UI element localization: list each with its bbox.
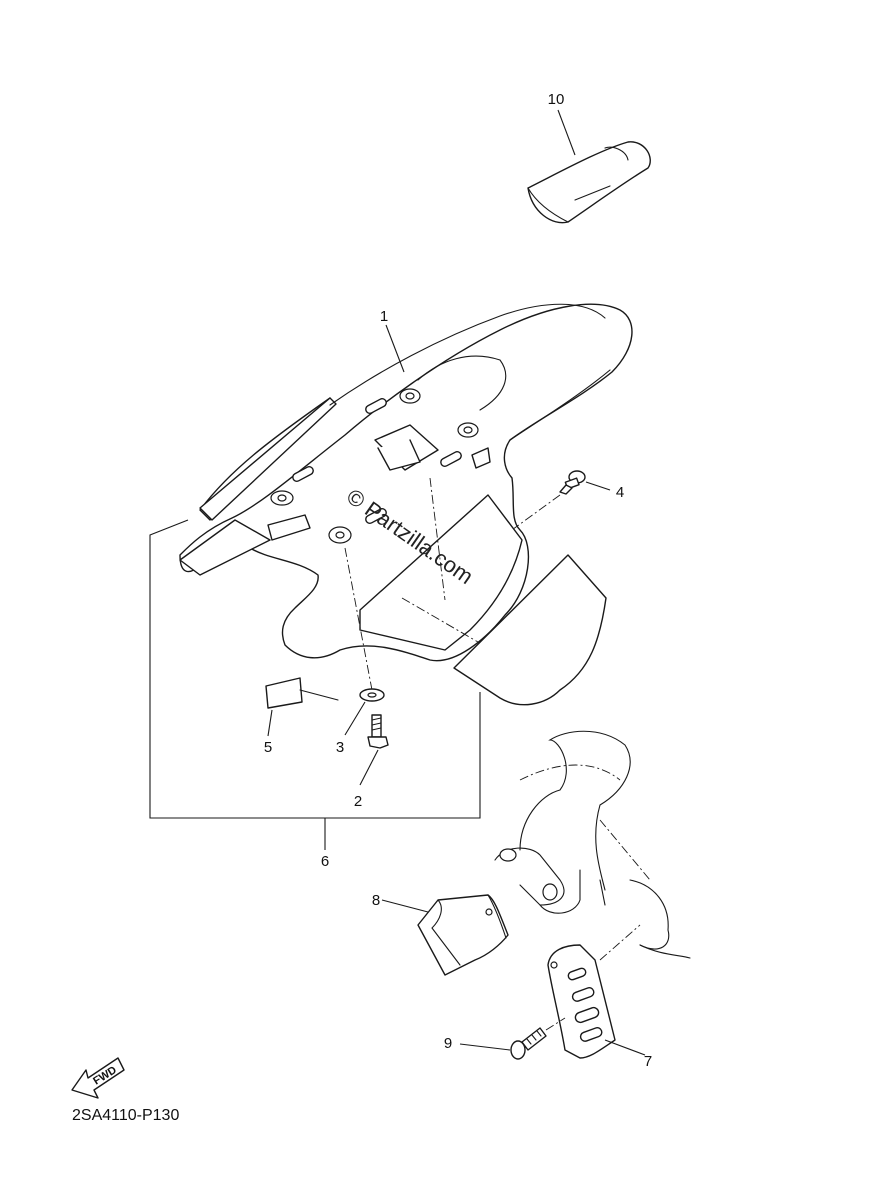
leader-10 xyxy=(557,109,576,156)
callout-9: 9 xyxy=(444,1035,452,1052)
callout-1: 1 xyxy=(380,308,388,325)
leader-8 xyxy=(381,899,429,913)
callout-3: 3 xyxy=(336,739,344,756)
part-6-inner-plate xyxy=(359,494,523,651)
leader-7 xyxy=(604,1039,646,1056)
leader-3 xyxy=(344,701,366,736)
part-1-rear-fender[interactable] xyxy=(179,303,633,662)
part-9-screw[interactable] xyxy=(510,1027,547,1060)
callout-7: 7 xyxy=(644,1053,652,1070)
diagram-code: 2SA4110-P130 xyxy=(72,1107,179,1124)
part-3-washer[interactable] xyxy=(359,688,385,702)
frame-reference xyxy=(494,730,691,959)
leader-4 xyxy=(585,481,611,491)
leader-9 xyxy=(459,1043,511,1051)
assembly-6-bracket xyxy=(149,519,481,850)
part-2-bolt[interactable] xyxy=(367,714,389,749)
callout-5: 5 xyxy=(264,739,272,756)
part-4-bolt[interactable] xyxy=(559,470,586,495)
leader-1 xyxy=(385,324,405,373)
install-line-9 xyxy=(545,1017,566,1031)
part-6-side-flap xyxy=(453,554,607,706)
leader-5 xyxy=(267,709,273,737)
callout-8: 8 xyxy=(372,892,380,909)
callout-10: 10 xyxy=(548,91,565,108)
part-7-cover[interactable] xyxy=(547,944,616,1059)
callout-6: 6 xyxy=(321,853,329,870)
callout-4: 4 xyxy=(616,484,624,501)
part-8-guard[interactable] xyxy=(417,894,509,976)
fwd-arrow-icon: FWD xyxy=(71,1057,125,1099)
part-10-pad[interactable] xyxy=(527,141,651,224)
install-line-1-rear xyxy=(429,477,446,601)
part-5-pad[interactable] xyxy=(265,677,339,709)
leader-2 xyxy=(359,749,379,786)
callout-2: 2 xyxy=(354,793,362,810)
install-line-7 xyxy=(599,924,641,961)
install-line-3 xyxy=(344,547,373,691)
